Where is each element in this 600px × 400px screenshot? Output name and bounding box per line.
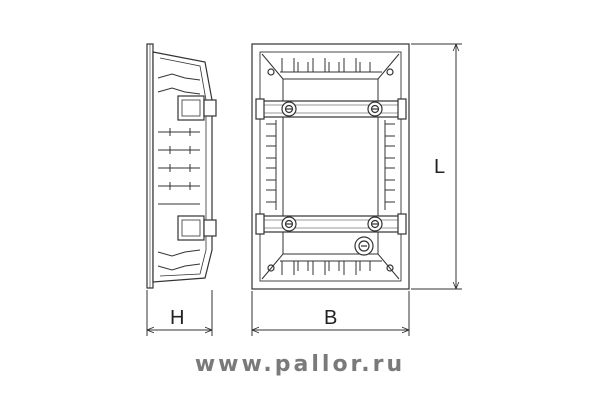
top-rail [255,98,407,120]
side-view [146,43,217,289]
ground-terminal [354,236,374,256]
dimension-h [146,290,213,336]
bottom-rail [255,213,407,235]
corner-hole-br [386,264,394,272]
side-ribs [157,73,201,271]
left-teeth [266,120,277,210]
screw-bl [281,216,297,232]
inner-frame [259,51,402,282]
screw-tl [281,101,297,117]
bottom-teeth [280,260,382,275]
corner-hole-tl [267,68,275,76]
dimension-b [251,291,410,336]
front-view [251,43,410,290]
screw-tr [367,101,383,117]
inner-opening [282,78,379,255]
corner-hole-tr [386,68,394,76]
dimension-label-b: B [324,307,337,329]
outer-frame [251,43,410,290]
dimension-label-l: L [434,156,445,178]
dimension-label-h: H [170,307,184,329]
screw-br [367,216,383,232]
dimension-l [411,43,462,290]
right-teeth [384,120,395,210]
website-url: www.pallor.ru [194,352,406,377]
corner-hole-bl [267,264,275,272]
top-teeth [280,58,382,73]
